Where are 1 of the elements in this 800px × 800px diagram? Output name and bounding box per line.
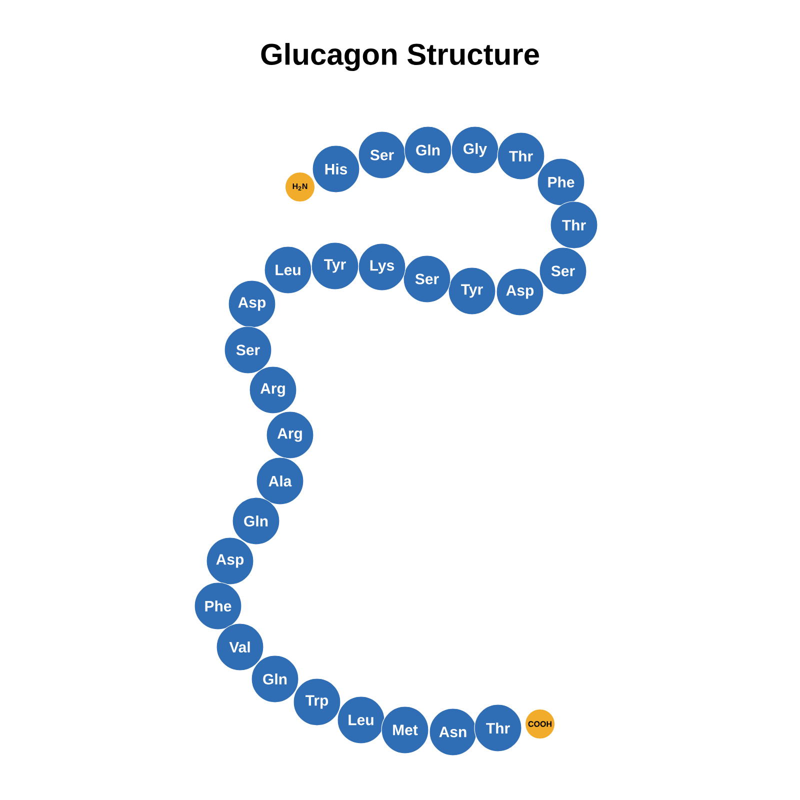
title: Glucagon Structure [261, 42, 539, 72]
